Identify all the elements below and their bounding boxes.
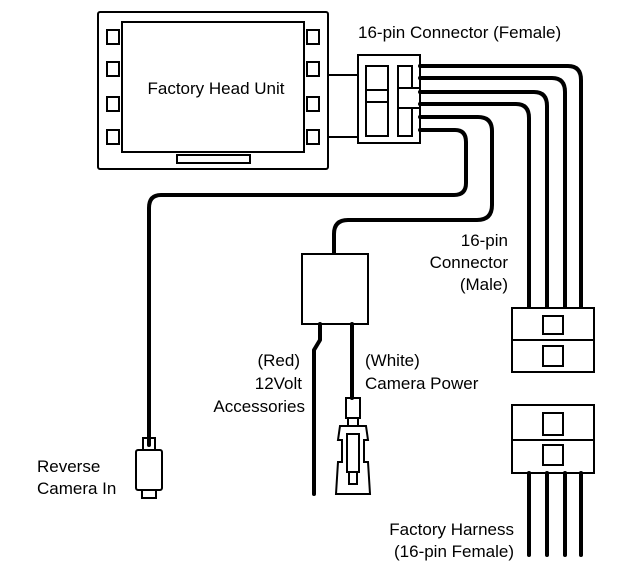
connector-male-label-2: Connector	[430, 253, 509, 272]
reverse-camera-plug	[135, 437, 163, 499]
connector-female-top	[357, 54, 421, 144]
factory-head-unit: Factory Head Unit	[97, 11, 359, 170]
white-wire-label-2: Camera Power	[365, 374, 479, 393]
red-wire-label-2: 12Volt	[255, 374, 303, 393]
factory-harness-label-2: (16-pin Female)	[394, 542, 514, 561]
connector-male-label-3: (Male)	[460, 275, 508, 294]
connector-male	[511, 307, 595, 373]
camera-power-terminal	[334, 397, 372, 495]
reverse-camera-label-1: Reverse	[37, 457, 100, 476]
factory-harness-connector	[511, 404, 595, 557]
red-wire-label-3: Accessories	[213, 397, 305, 416]
connector-female-label: 16-pin Connector (Female)	[358, 23, 561, 42]
factory-harness-label-1: Factory Harness	[389, 520, 514, 539]
connector-male-label-1: 16-pin	[461, 231, 508, 250]
harness-wires	[147, 64, 583, 447]
head-unit-label: Factory Head Unit	[148, 79, 285, 98]
white-wire-label-1: (White)	[365, 351, 420, 370]
red-wire-label-1: (Red)	[257, 351, 300, 370]
reverse-camera-label-2: Camera In	[37, 479, 116, 498]
interface-module	[301, 253, 369, 496]
